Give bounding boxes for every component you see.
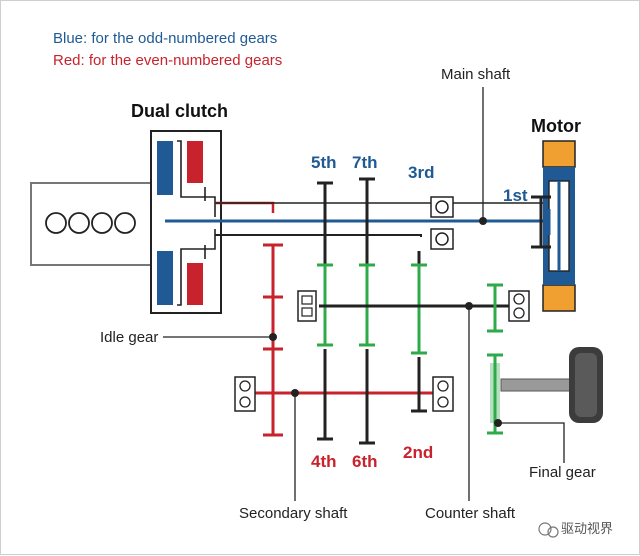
gear-2nd	[411, 357, 427, 413]
gear-7th-label: 7th	[352, 153, 378, 172]
engine-block	[30, 182, 152, 266]
bearing-secondary-right	[432, 376, 454, 412]
gear-1st-cluster	[531, 195, 551, 249]
gear-1st-label: 1st	[503, 186, 528, 205]
counter-shaft-label: Counter shaft	[425, 505, 516, 522]
gear-6th-label: 6th	[352, 452, 378, 471]
dual-clutch-label: Dual clutch	[131, 101, 228, 121]
gear-7th	[359, 177, 375, 347]
idle-gear-label: Idle gear	[100, 329, 158, 346]
watermark-text: 驱动视界	[561, 521, 613, 536]
secondary-shaft-label: Secondary shaft	[239, 505, 348, 522]
watermark: 驱动视界	[538, 521, 613, 538]
bearing-main-lower	[430, 228, 454, 250]
gear-3rd	[411, 251, 427, 355]
gear-4th	[317, 349, 333, 441]
axle-wheel	[500, 347, 603, 423]
main-shaft-label: Main shaft	[441, 66, 511, 83]
gear-5th-label: 5th	[311, 153, 337, 172]
motor	[542, 140, 576, 312]
bearing-main-upper	[430, 196, 454, 218]
wechat-icon	[538, 522, 552, 536]
final-gear-label: Final gear	[529, 464, 596, 481]
gear-5th	[317, 181, 333, 347]
gear-3rd-label: 3rd	[408, 163, 434, 182]
final-gear-upper	[487, 283, 503, 333]
dual-clutch	[150, 130, 222, 314]
bearing-counter-right	[508, 290, 530, 322]
gear-6th	[359, 349, 375, 445]
bearing-counter-left	[297, 290, 317, 322]
motor-label: Motor	[531, 116, 581, 136]
legend-blue: Blue: for the odd-numbered gears	[53, 30, 277, 47]
legend-red: Red: for the even-numbered gears	[53, 52, 282, 69]
gear-2nd-label: 2nd	[403, 443, 433, 462]
bearing-secondary-left	[234, 376, 256, 412]
gear-4th-label: 4th	[311, 452, 337, 471]
final-gear-leader	[498, 422, 565, 463]
final-gear-lower	[487, 353, 503, 435]
main-shaft-dot	[479, 217, 487, 225]
